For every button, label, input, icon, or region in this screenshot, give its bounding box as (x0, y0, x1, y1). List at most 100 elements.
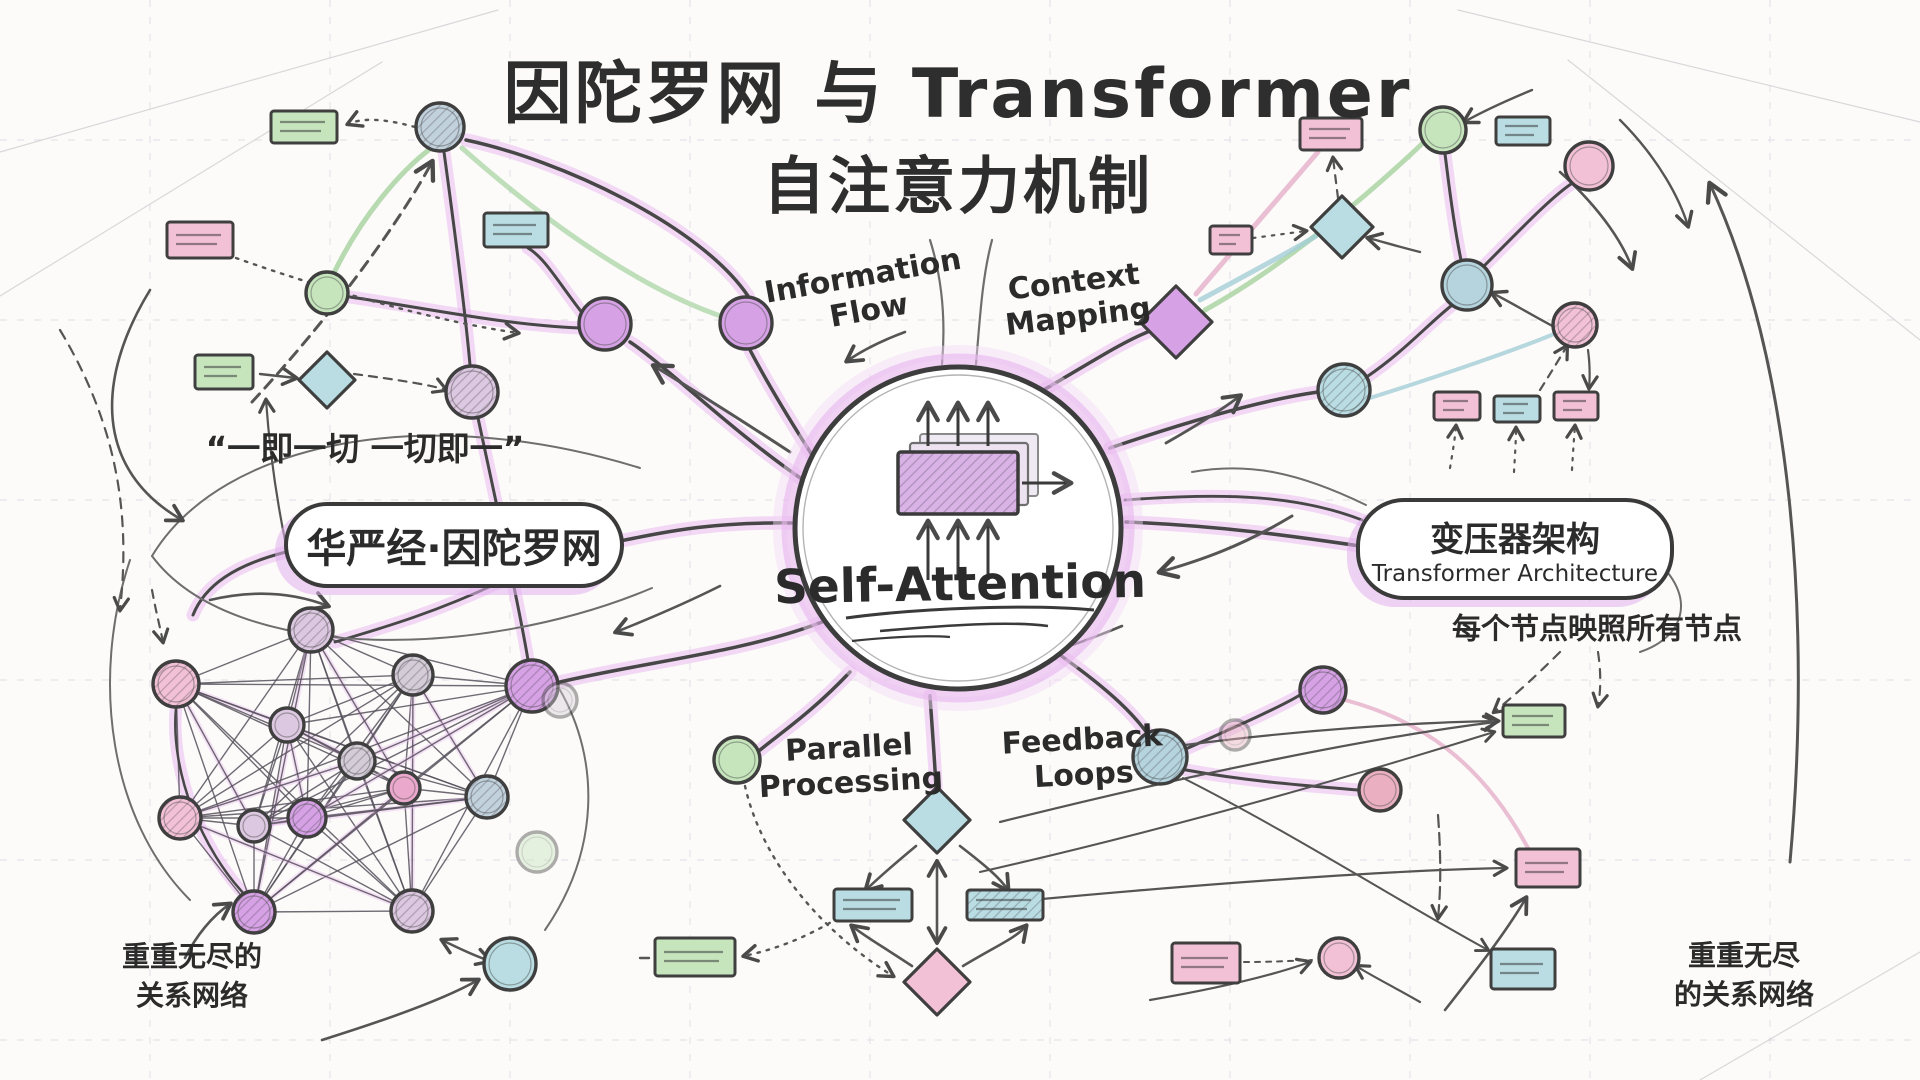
edge (1156, 514, 1294, 580)
cluster-edge (253, 796, 488, 913)
edge (1482, 180, 1576, 268)
edge-glow (328, 575, 507, 649)
edge (1366, 300, 1458, 378)
edge (151, 434, 641, 557)
cluster-edge (175, 683, 533, 687)
edge (743, 784, 896, 979)
label-feedback-loops: Feedback Loops (1000, 718, 1164, 795)
node-rect-3 (165, 220, 235, 260)
edge (183, 901, 233, 960)
node-circle-24 (515, 830, 559, 874)
cluster-edge (179, 817, 413, 912)
node-circle-38 (1418, 105, 1468, 155)
node-rect-47 (1501, 703, 1567, 739)
node-circle-9 (577, 296, 633, 352)
edge (0, 9, 499, 153)
edge (1699, 951, 1920, 1080)
edge (151, 555, 653, 641)
cluster-edge (179, 674, 414, 819)
edge (459, 145, 743, 325)
page-title-line1: 因陀罗网 与 Transformer (503, 54, 1413, 134)
cluster-edge (175, 683, 255, 913)
edge (628, 340, 808, 484)
node-circle-40 (1563, 140, 1615, 192)
edge (1489, 289, 1562, 332)
node-rect-28 (832, 887, 914, 923)
cluster-edge (356, 760, 413, 912)
node-circle-23 (504, 658, 560, 714)
edge (1243, 959, 1313, 963)
edge-glow (186, 545, 293, 622)
cluster-edge (253, 629, 312, 913)
edge (1565, 423, 1583, 472)
edge (1325, 155, 1344, 200)
edge (331, 146, 433, 276)
edge (1148, 957, 1313, 1002)
edge (439, 937, 493, 967)
node-rect-1 (269, 109, 339, 145)
edge (558, 620, 824, 684)
attention-stack-icon (896, 400, 1074, 580)
edge (544, 689, 590, 931)
node-circle-8 (444, 364, 500, 420)
edge (1368, 332, 1556, 400)
edge (352, 372, 449, 394)
cluster-edge (253, 760, 358, 827)
node-circle-54 (1218, 718, 1252, 752)
node-circle-50 (1317, 936, 1361, 980)
node-rect-45 (1552, 390, 1600, 422)
edge (650, 363, 792, 454)
edge (442, 150, 472, 367)
cluster-edge (306, 796, 488, 819)
edge (1567, 59, 1920, 341)
edge (1251, 223, 1309, 242)
edge (1353, 963, 1422, 1004)
edge (1008, 859, 1509, 904)
node-circle-14 (268, 706, 306, 744)
cluster-edge (411, 796, 488, 912)
annotation-bottom-left: 重重无尽的 关系网络 (121, 939, 263, 1012)
edge (1491, 650, 1562, 715)
left-pill-indra-net: 华严经·因陀罗网 (284, 502, 624, 588)
left-pill-label: 华严经·因陀罗网 (306, 526, 602, 572)
edge (1182, 777, 1491, 952)
edge (1507, 425, 1525, 474)
edge (1581, 348, 1599, 391)
node-rect-43 (1432, 390, 1482, 422)
node-rect-30 (653, 936, 737, 978)
node-circle-11 (287, 606, 335, 654)
edge (618, 521, 794, 543)
node-rect-4 (482, 211, 550, 249)
annotation-right-note: 每个节点映照所有节点 (1451, 611, 1743, 646)
node-circle-26 (712, 735, 762, 785)
input-output-arrows (916, 400, 1074, 580)
node-circle-20 (286, 797, 328, 839)
cluster-edge (179, 796, 488, 819)
edge (258, 397, 288, 547)
edge (1639, 561, 1683, 653)
node-diamond-36 (1309, 194, 1375, 260)
edge (1164, 393, 1243, 445)
cluster-edge (175, 683, 413, 912)
edge (958, 844, 1011, 893)
node-diamond-7 (297, 350, 357, 410)
edge (1705, 180, 1800, 864)
cluster-edge (286, 724, 488, 798)
node-circle-32 (1131, 728, 1189, 786)
edge (320, 977, 481, 1042)
cluster-edge (286, 685, 533, 726)
edge (928, 694, 938, 790)
label-parallel-processing: Parallel Processing (757, 727, 944, 805)
edge (928, 238, 945, 366)
edge (863, 844, 918, 893)
self-attention-label: Self-Attention (773, 553, 1147, 616)
node-circle-22 (389, 888, 435, 934)
node-diamond-33 (1138, 284, 1214, 360)
node-circle-25 (482, 936, 538, 992)
node-circle-10 (718, 295, 774, 351)
edge (526, 246, 585, 316)
node-rect-6 (193, 353, 255, 391)
cluster-edge (306, 817, 413, 912)
